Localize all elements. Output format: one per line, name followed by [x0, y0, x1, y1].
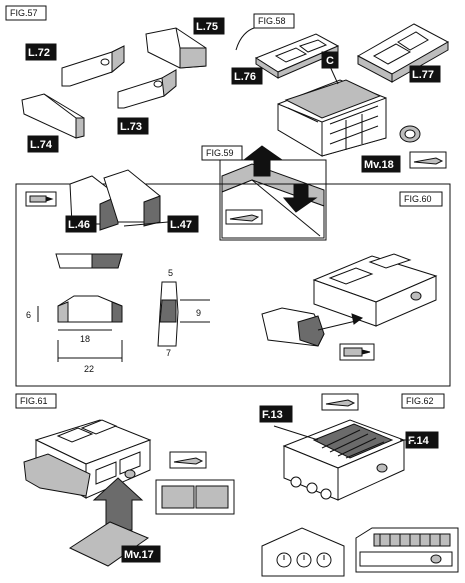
part-l47-label: L.47: [170, 219, 192, 231]
fig61-label: FIG.61: [20, 396, 48, 406]
glue-tube-icon: [25, 191, 57, 207]
part-l46-label: L.46: [68, 219, 90, 231]
part-l72-drawing: [61, 45, 125, 87]
piece-top-view: [55, 253, 123, 269]
dimension-5: 5: [168, 268, 173, 278]
part-l75-label: L.75: [196, 21, 218, 33]
fig60-section: FIG.60 L.46 L.47: [15, 169, 451, 387]
window-glazing-drawing: [155, 479, 235, 515]
part-l76-badge: [231, 67, 263, 85]
part-mv18-drawing: [399, 125, 421, 143]
fig62-label-box: [401, 393, 445, 409]
part-l75-drawing: [145, 27, 207, 69]
part-l47-drawing: [103, 169, 161, 227]
fig59-label: FIG.59: [206, 148, 234, 158]
fig58-label-box: [253, 13, 295, 29]
part-mv17-label: Mv.17: [124, 549, 154, 561]
part-l77-badge: [409, 65, 441, 83]
dimension-7: 7: [166, 348, 171, 358]
piece-side-profile: [157, 281, 210, 347]
dimension-22: 22: [84, 364, 94, 374]
gable-clock-detail-drawing: [261, 527, 345, 577]
craft-knife-icon: [409, 151, 447, 169]
part-f13-label: F.13: [262, 409, 283, 421]
fig57-label-box: [5, 5, 47, 21]
fig57-section: FIG.57 L.72 L.75 L.73: [5, 5, 255, 153]
part-l76-label: L.76: [234, 71, 256, 83]
bar-grille-detail-drawing: [355, 527, 459, 573]
part-f14-label: F.14: [408, 435, 430, 447]
fig57-label: FIG.57: [10, 8, 38, 18]
part-l73-label: L.73: [120, 121, 142, 133]
fig62-label: FIG.62: [406, 396, 434, 406]
part-mv17-drawing: [68, 521, 150, 567]
part-mv18-label: Mv.18: [364, 159, 394, 171]
part-l74-label: L.74: [30, 139, 53, 151]
dimension-9: 9: [196, 308, 201, 318]
part-l73-badge: [117, 117, 149, 135]
craft-knife-icon: [225, 209, 263, 225]
part-l46-drawing: [69, 175, 119, 231]
dimension-18: 18: [80, 334, 90, 344]
part-l47-badge: [167, 215, 199, 233]
fig62-section: FIG.62 F.13 F.14: [259, 393, 459, 577]
fig60-label-box: [399, 191, 443, 207]
craft-knife-icon: [169, 451, 207, 469]
part-l72-label: L.72: [28, 47, 50, 59]
fig61-house-drawing: [23, 419, 152, 499]
part-mv17-badge: [121, 545, 161, 563]
fig60-label: FIG.60: [404, 194, 432, 204]
direction-arrow-icon: [242, 145, 284, 177]
part-c-label: C: [326, 55, 334, 67]
fig58-leader-line: [235, 27, 255, 51]
fig60-assembly-drawing: [261, 253, 438, 347]
part-c-drawing: [277, 61, 387, 157]
dimension-6: 6: [26, 310, 31, 320]
part-mv18-badge: [361, 155, 401, 173]
fig62-house-drawing: [273, 419, 410, 501]
part-l77-label: L.77: [412, 69, 434, 81]
fig61-section: FIG.61 Mv.17: [15, 393, 235, 567]
glue-tube-icon: [339, 343, 375, 361]
fig58-label: FIG.58: [258, 16, 286, 26]
part-l74-badge: [27, 135, 59, 153]
part-f13-badge: [259, 405, 293, 423]
part-c-badge: [321, 51, 339, 69]
part-l46-badge: [65, 215, 97, 233]
fig61-label-box: [15, 393, 57, 409]
part-l74-drawing: [21, 93, 85, 139]
part-l73-drawing: [117, 69, 177, 109]
fig58-section: FIG.58 L.76 L.77: [231, 13, 450, 173]
part-l72-badge: [25, 43, 57, 61]
fig60-frame: [15, 183, 451, 387]
piece-front-view: [37, 295, 123, 362]
part-l77-drawing: [356, 23, 450, 83]
fig59-section: FIG.59: [201, 145, 327, 241]
part-l75-badge: [193, 17, 225, 35]
craft-knife-icon: [321, 393, 359, 411]
